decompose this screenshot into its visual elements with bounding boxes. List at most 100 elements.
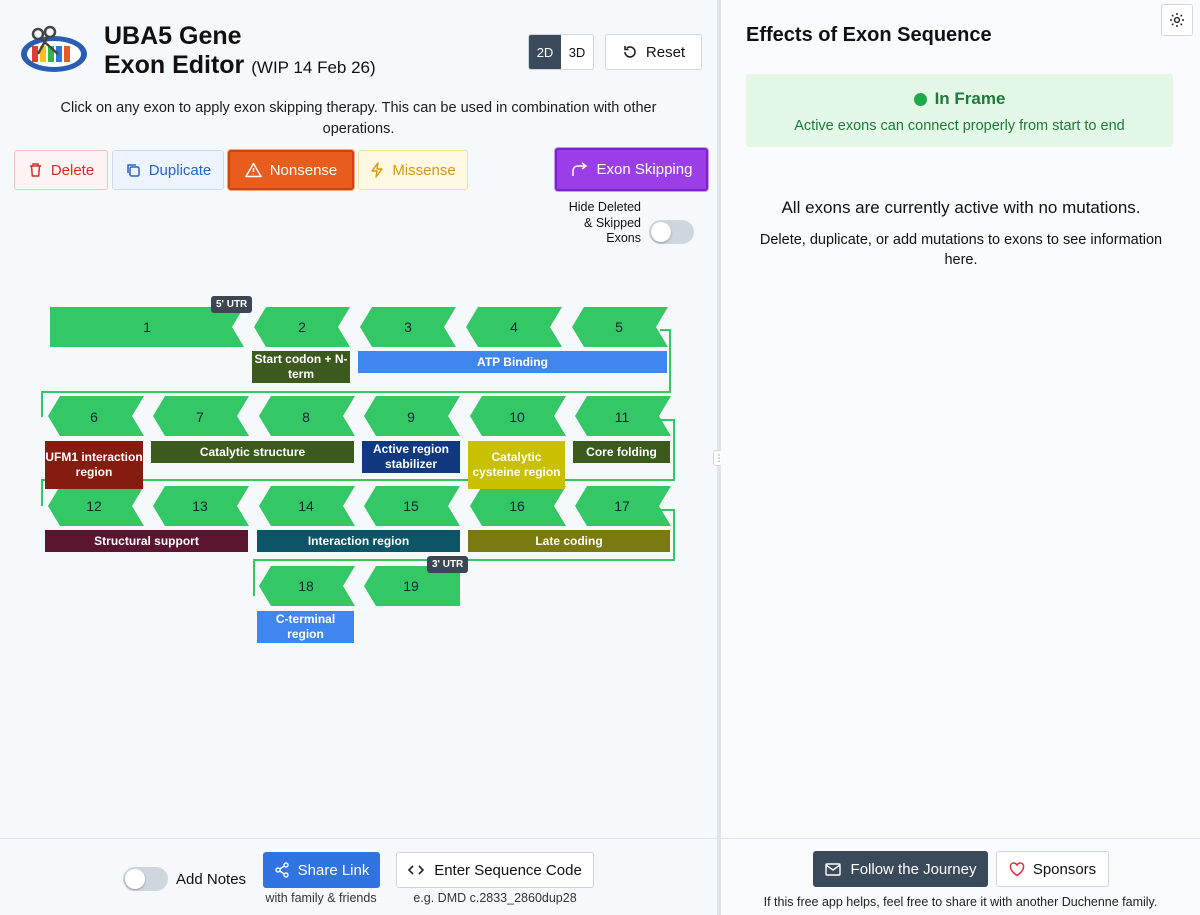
warning-icon [244, 162, 262, 178]
exon-6 [48, 396, 144, 436]
enter-sequence-label: Enter Sequence Code [434, 861, 582, 879]
trash-icon [29, 163, 41, 177]
exon-label-8[interactable]: 8 [302, 409, 310, 425]
three-utr-badge: 3' UTR [427, 556, 469, 573]
region-structural-support: Structural support [45, 530, 248, 552]
exon-label-12[interactable]: 12 [86, 498, 102, 514]
add-notes-label: Add Notes [176, 871, 247, 888]
exon-skipping-button[interactable]: Exon Skipping [555, 148, 708, 191]
exon-label-9[interactable]: 9 [407, 409, 415, 425]
five-utr-badge: 5' UTR [211, 296, 253, 313]
delete-label: Delete [50, 161, 95, 179]
lightning-icon [371, 162, 384, 178]
share-subtext: with family & friends [265, 891, 377, 905]
frame-status: In Frame [746, 89, 1173, 109]
missense-button[interactable]: Missense [358, 150, 468, 190]
exon-11 [575, 396, 671, 436]
exon-label-10[interactable]: 10 [509, 409, 525, 425]
exon-label-11[interactable]: 11 [614, 409, 630, 425]
delete-button[interactable]: Delete [14, 150, 108, 190]
status-dot-icon [913, 92, 927, 106]
exon-14 [259, 486, 355, 526]
settings-button[interactable] [1161, 4, 1193, 36]
follow-journey-label: Follow the Journey [850, 860, 977, 878]
effects-title: Effects of Exon Sequence [746, 24, 992, 46]
exon-7 [153, 396, 249, 436]
exon-17 [575, 486, 671, 526]
hide-deleted-label: Hide Deleted & Skipped Exons [568, 200, 641, 245]
connector-row2-row3 [41, 419, 675, 506]
copy-icon [126, 164, 140, 177]
right-footer: Follow the Journey Sponsors If this free… [721, 838, 1200, 915]
empty-state-title: All exons are currently active with no m… [781, 198, 1141, 217]
effects-panel: Effects of Exon Sequence In Frame Active… [721, 0, 1200, 915]
exon-label-3[interactable]: 3 [404, 319, 412, 335]
exon-8 [259, 396, 355, 436]
skip-arrow-icon [571, 161, 587, 176]
page-title: UBA5 Gene Exon Editor (WIP 14 Feb 26) [104, 22, 376, 82]
exon-label-4[interactable]: 4 [510, 319, 518, 335]
region-active-stabilizer: Active region stabilizer [362, 441, 460, 473]
exon-10 [470, 396, 566, 436]
exon-label-18[interactable]: 18 [298, 578, 314, 594]
exon-label-6[interactable]: 6 [90, 409, 98, 425]
exon-label-17[interactable]: 17 [614, 498, 630, 514]
exon-3 [360, 307, 456, 347]
region-late-coding: Late coding [468, 530, 670, 552]
exon-label-19[interactable]: 19 [403, 578, 419, 594]
exon-label-13[interactable]: 13 [192, 498, 208, 514]
enter-sequence-button[interactable]: Enter Sequence Code [396, 852, 594, 888]
footer-text: If this free app helps, feel free to sha… [763, 895, 1158, 909]
sponsors-button[interactable]: Sponsors [996, 851, 1109, 887]
region-ufm1: UFM1 interaction region [45, 441, 143, 489]
exon-skipping-label: Exon Skipping [596, 161, 693, 178]
frame-status-box: In Frame Active exons can connect proper… [746, 74, 1173, 147]
region-catalytic-cysteine: Catalytic cysteine region [468, 441, 565, 489]
exon-16 [470, 486, 566, 526]
exon-18 [259, 566, 355, 606]
reset-button[interactable]: Reset [605, 34, 702, 70]
reset-icon [624, 46, 636, 58]
view-3d-button[interactable]: 3D [568, 44, 586, 60]
share-link-button[interactable]: Share Link [263, 852, 380, 888]
duplicate-button[interactable]: Duplicate [112, 150, 224, 190]
nonsense-button[interactable]: Nonsense [228, 150, 354, 190]
duplicate-label: Duplicate [148, 161, 212, 179]
editor-panel: UBA5 Gene Exon Editor (WIP 14 Feb 26) 2D… [0, 22, 717, 905]
follow-journey-button[interactable]: Follow the Journey [813, 851, 988, 887]
hide-deleted-toggle[interactable] [649, 220, 694, 244]
toggle-knob [125, 869, 145, 889]
exon-label-5[interactable]: 5 [615, 319, 623, 335]
frame-status-desc: Active exons can connect properly from s… [794, 118, 1125, 134]
exon-label-1[interactable]: 1 [143, 319, 151, 335]
exon-map: 1 2 3 4 5 6 7 8 9 10 11 12 13 14 15 16 1… [0, 280, 717, 660]
exon-label-16[interactable]: 16 [509, 498, 525, 514]
region-catalytic-structure: Catalytic structure [151, 441, 354, 463]
instructions-text: Click on any exon to apply exon skipping… [60, 100, 657, 137]
missense-label: Missense [392, 161, 456, 179]
exon-label-2[interactable]: 2 [298, 319, 306, 335]
exon-13 [153, 486, 249, 526]
exon-4 [466, 307, 562, 347]
share-icon [274, 862, 289, 878]
connector-row3-row4 [253, 509, 675, 596]
share-link-label: Share Link [297, 861, 370, 879]
exon-label-7[interactable]: 7 [196, 409, 204, 425]
exon-19 [364, 566, 460, 606]
sequence-example: e.g. DMD c.2833_2860dup28 [413, 891, 577, 905]
exon-9 [364, 396, 460, 436]
region-atp-binding: ATP Binding [358, 351, 667, 373]
wip-label: (WIP 14 Feb 26) [251, 58, 376, 77]
region-interaction: Interaction region [257, 530, 460, 552]
toggle-knob [651, 222, 671, 242]
exon-12 [48, 486, 144, 526]
connector-row1-row2 [41, 329, 671, 417]
exon-label-14[interactable]: 14 [298, 498, 314, 514]
exon-label-15[interactable]: 15 [403, 498, 419, 514]
exon-15 [364, 486, 460, 526]
add-notes-toggle[interactable] [123, 867, 168, 891]
empty-state-desc: Delete, duplicate, or add mutations to e… [759, 232, 1163, 268]
view-2d-button[interactable]: 2D [529, 35, 561, 69]
mail-icon [824, 862, 841, 876]
region-start-codon: Start codon + N-term [252, 351, 350, 383]
